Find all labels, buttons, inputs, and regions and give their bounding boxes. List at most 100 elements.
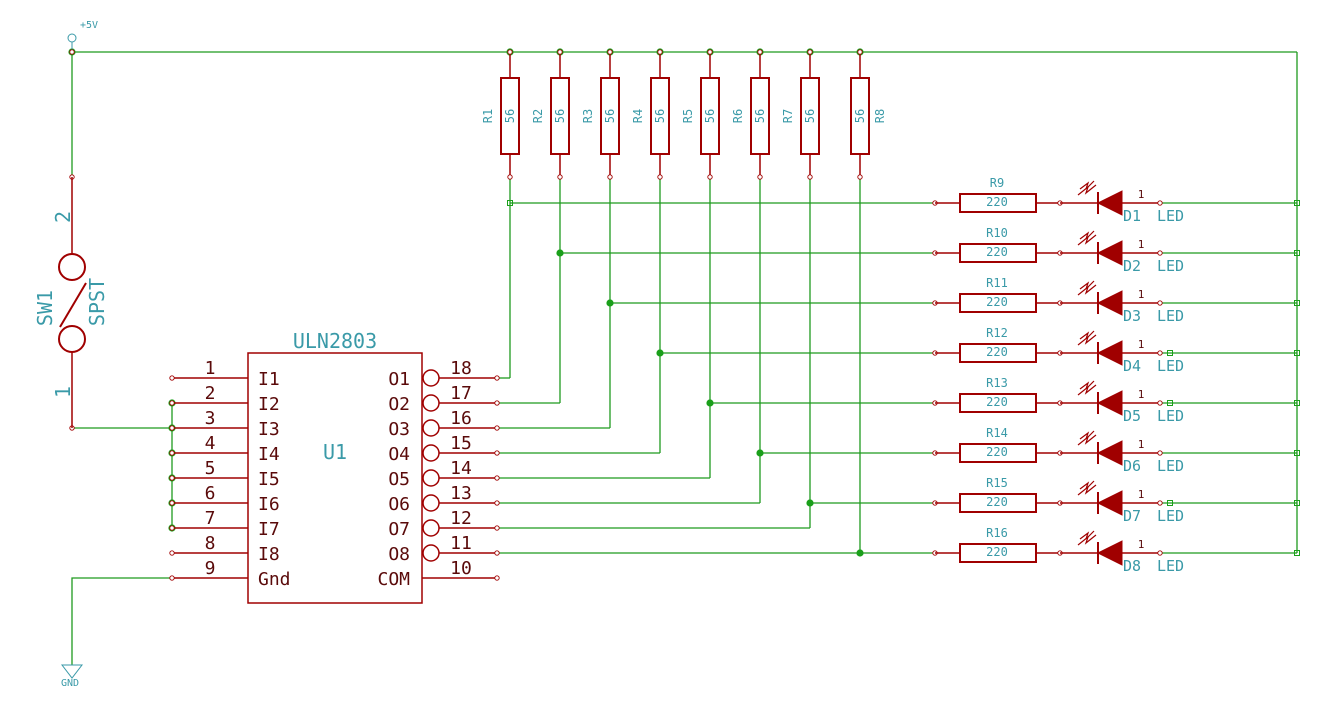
pin-end [757, 174, 763, 180]
led-pin-num: 1 [1138, 238, 1145, 251]
led-ref: D1 [1123, 207, 1141, 225]
pin-end [494, 475, 500, 481]
ic-pin-name: COM [377, 569, 410, 590]
led-row-res-value: 220 [986, 495, 1008, 509]
led-triangle [1096, 340, 1123, 366]
led-emission-arrow [1077, 434, 1097, 446]
ic-ref: U1 [323, 440, 347, 464]
pin-end [1157, 400, 1163, 406]
pin-end [169, 450, 175, 456]
switch-ref: SW1 [33, 290, 57, 326]
pin-end [169, 525, 175, 531]
pin-end [494, 550, 500, 556]
ic-pin-inverter-bubble [422, 394, 440, 412]
led-triangle [1096, 490, 1123, 516]
pin-end [494, 375, 500, 381]
led-emission-arrow [1079, 530, 1095, 540]
pin-end [169, 550, 175, 556]
led-emission-arrow [1079, 180, 1095, 190]
led-emission-arrow [1077, 334, 1097, 346]
pin-end [807, 49, 813, 55]
ic-pin-num: 5 [205, 458, 216, 479]
switch-pin1: 1 [51, 386, 75, 398]
pin-end [857, 174, 863, 180]
led-emission-arrow [1079, 230, 1095, 240]
pullup-value: 56 [703, 109, 717, 123]
led-ref: D7 [1123, 507, 1141, 525]
wire-end-marker [1294, 450, 1300, 456]
led-emission-arrow [1077, 384, 1097, 396]
pullup-ref: R7 [781, 109, 795, 123]
led-emission-arrow [1077, 234, 1097, 246]
ic-pin-num: 18 [450, 358, 472, 379]
switch-contact [58, 253, 86, 281]
led-emission-arrow [1079, 280, 1095, 290]
ic-pin-inverter-bubble [422, 369, 440, 387]
wire-end-marker [1167, 350, 1173, 356]
switch-lever [59, 282, 87, 328]
pullup-ref: R5 [681, 109, 695, 123]
wire [71, 577, 172, 665]
ic-pin-name: I4 [258, 444, 280, 465]
pullup-ref: R1 [481, 109, 495, 123]
led-emission-arrow [1079, 380, 1095, 390]
led-ref: D4 [1123, 357, 1141, 375]
pin-end [507, 174, 513, 180]
ic-pin-name: O4 [388, 444, 410, 465]
wire-end-marker [1167, 400, 1173, 406]
pullup-value: 56 [803, 109, 817, 123]
vcc-label: +5V [80, 20, 98, 31]
pin-end [1157, 450, 1163, 456]
ic-pin-name: O5 [388, 469, 410, 490]
wire-end-marker [1294, 200, 1300, 206]
led-emission-arrow [1079, 330, 1095, 340]
pin-end [857, 49, 863, 55]
ic-pin-inverter-bubble [422, 494, 440, 512]
led-ref: D5 [1123, 407, 1141, 425]
led-value: LED [1157, 557, 1184, 575]
led-row-res-ref: R15 [986, 476, 1008, 490]
led-row-res-ref: R9 [990, 176, 1004, 190]
ic-pin-inverter-bubble [422, 419, 440, 437]
ic-pin-num: 7 [205, 508, 216, 529]
ic-pin-name: O7 [388, 519, 410, 540]
pullup-value: 56 [753, 109, 767, 123]
led-pin-num: 1 [1138, 488, 1145, 501]
pin-end [1157, 350, 1163, 356]
ic-pin-name: I8 [258, 544, 280, 565]
led-row-res-ref: R10 [986, 226, 1008, 240]
pin-end [1157, 500, 1163, 506]
ic-pin-num: 17 [450, 383, 472, 404]
led-pin-num: 1 [1138, 188, 1145, 201]
led-ref: D3 [1123, 307, 1141, 325]
pin-end [494, 575, 500, 581]
pullup-ref: R3 [581, 109, 595, 123]
ic-pin-num: 3 [205, 408, 216, 429]
led-value: LED [1157, 407, 1184, 425]
led-row-res-value: 220 [986, 545, 1008, 559]
led-row-res-value: 220 [986, 195, 1008, 209]
ic-pin-num: 11 [450, 533, 472, 554]
pullup-value: 56 [603, 109, 617, 123]
pullup-value: 56 [553, 109, 567, 123]
led-row-res-ref: R13 [986, 376, 1008, 390]
led-emission-arrow [1077, 184, 1097, 196]
labels-layer: +5V GND SW1 SPST 2 1 ULN2803 U1 1 I1 2 I… [33, 20, 1184, 689]
ic-pin-num: 12 [450, 508, 472, 529]
led-pin-num: 1 [1138, 438, 1145, 451]
led-row-res-value: 220 [986, 445, 1008, 459]
ic-pin-name: I3 [258, 419, 280, 440]
pin-end [557, 49, 563, 55]
pin-end [1157, 550, 1163, 556]
led-ref: D2 [1123, 257, 1141, 275]
ic-pin-num: 2 [205, 383, 216, 404]
led-ref: D6 [1123, 457, 1141, 475]
ic-pin-name: I7 [258, 519, 280, 540]
ic-pin-inverter-bubble [422, 469, 440, 487]
led-triangle [1096, 290, 1123, 316]
led-triangle [1096, 390, 1123, 416]
ic-pin-name: O3 [388, 419, 410, 440]
pullup-value: 56 [853, 109, 867, 123]
pin-end [707, 174, 713, 180]
wire-end-marker [1294, 550, 1300, 556]
